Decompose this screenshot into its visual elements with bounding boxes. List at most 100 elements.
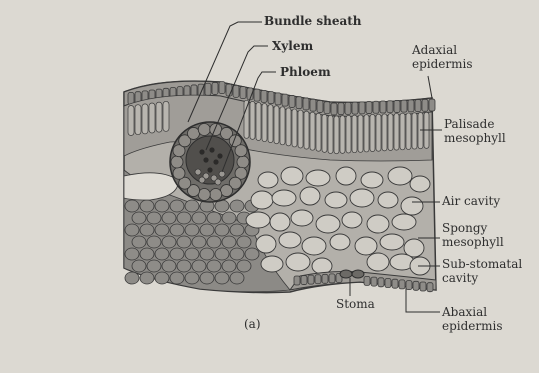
label-abaxial-1: Abaxial — [442, 306, 487, 319]
spongy-cell — [361, 172, 383, 188]
epidermis-cell — [322, 274, 328, 283]
spongy-cell — [388, 167, 412, 185]
mesophyll-cell — [125, 272, 139, 284]
bundle-sheath-cell — [235, 145, 247, 157]
label-spongy-1: Spongy — [442, 222, 487, 235]
mesophyll-cell — [155, 200, 169, 212]
mesophyll-cell — [140, 248, 154, 260]
palisade-cell — [156, 102, 162, 132]
xylem-vessel — [217, 153, 222, 158]
palisade-cell — [135, 105, 141, 135]
mesophyll-cell — [215, 224, 229, 236]
phloem-cell — [199, 177, 205, 183]
epidermis-cell — [240, 87, 246, 99]
spongy-cell — [281, 167, 303, 185]
epidermis-cell — [268, 92, 274, 104]
spongy-cell — [401, 197, 423, 215]
label-palisade-2: mesophyll — [444, 132, 506, 145]
mesophyll-cell — [207, 236, 221, 248]
epidermis-cell — [401, 100, 407, 112]
spongy-cell — [251, 191, 273, 209]
epidermis-cell — [373, 101, 379, 113]
palisade-cell — [292, 109, 297, 147]
mesophyll-cell — [162, 260, 176, 272]
palisade-cell — [298, 110, 303, 148]
mesophyll-cell — [140, 272, 154, 284]
mesophyll-cell — [222, 212, 236, 224]
label-palisade-1: Palisade — [444, 118, 494, 131]
vascular-bundle — [170, 122, 250, 202]
palisade-cell — [376, 114, 381, 151]
spongy-cell — [367, 215, 389, 233]
epidermis-cell — [387, 101, 393, 113]
spongy-cell — [300, 187, 320, 205]
epidermis-cell — [331, 103, 337, 115]
epidermis-cell — [408, 100, 414, 112]
label-air-cavity: Air cavity — [442, 195, 500, 208]
epidermis-cell — [301, 276, 307, 285]
epidermis-cell — [378, 278, 384, 287]
spongy-cell — [336, 167, 356, 185]
mesophyll-cell — [192, 236, 206, 248]
palisade-cell — [388, 114, 393, 151]
bundle-sheath-cell — [237, 156, 249, 168]
epidermis-cell — [261, 90, 267, 102]
bundle-sheath-cell — [221, 185, 233, 197]
spongy-cell — [272, 190, 296, 206]
mesophyll-cell — [147, 212, 161, 224]
spongy-cell — [367, 253, 389, 271]
epidermis-cell — [226, 84, 232, 96]
xylem-vessel — [207, 167, 212, 172]
epidermis-cell — [303, 98, 309, 110]
epidermis-cell — [364, 276, 370, 285]
spongy-cell — [380, 234, 404, 250]
spongy-cell — [261, 256, 283, 272]
mesophyll-cell — [200, 224, 214, 236]
spongy-cell — [350, 189, 374, 207]
spongy-cell — [302, 237, 326, 255]
mesophyll-cell — [215, 272, 229, 284]
mesophyll-cell — [192, 260, 206, 272]
mesophyll-cell — [147, 260, 161, 272]
mesophyll-cell — [222, 260, 236, 272]
palisade-cell — [394, 113, 399, 150]
label-abaxial-2: epidermis — [442, 320, 503, 333]
mesophyll-cell — [132, 212, 146, 224]
label-xylem: Xylem — [272, 40, 313, 53]
palisade-cell — [418, 112, 423, 148]
leader-abaxial — [406, 288, 440, 312]
epidermis-cell — [254, 89, 260, 101]
bundle-sheath-cell — [210, 124, 222, 136]
spongy-cell — [256, 235, 276, 253]
spongy-cell — [355, 237, 377, 255]
xylem-vessel — [209, 147, 214, 152]
epidermis-cell — [366, 102, 372, 114]
mesophyll-cell — [230, 272, 244, 284]
palisade-cell — [163, 101, 169, 131]
epidermis-cell — [219, 82, 225, 94]
epidermis-cell — [212, 82, 218, 94]
palisade-cell — [412, 113, 417, 149]
spongy-cell — [410, 176, 430, 192]
epidermis-cell — [317, 100, 323, 112]
palisade-cell — [304, 111, 309, 149]
label-adaxial-2: epidermis — [412, 58, 473, 71]
mesophyll-cell — [230, 224, 244, 236]
epidermis-cell — [233, 85, 239, 97]
palisade-cell — [334, 116, 339, 154]
mesophyll-cell — [140, 224, 154, 236]
mesophyll-cell — [170, 248, 184, 260]
mesophyll-cell — [177, 260, 191, 272]
palisade-cell — [274, 106, 279, 144]
palisade-cell — [382, 114, 387, 151]
palisade-cell — [149, 103, 155, 133]
palisade-cell — [352, 115, 357, 153]
epidermis-cell — [394, 100, 400, 112]
mesophyll-cell — [237, 260, 251, 272]
palisade-cell — [262, 104, 267, 142]
epidermis-cell — [385, 279, 391, 288]
palisade-cell — [250, 101, 255, 139]
mesophyll-cell — [207, 212, 221, 224]
label-phloem: Phloem — [280, 66, 331, 79]
bundle-sheath-cell — [188, 127, 200, 139]
